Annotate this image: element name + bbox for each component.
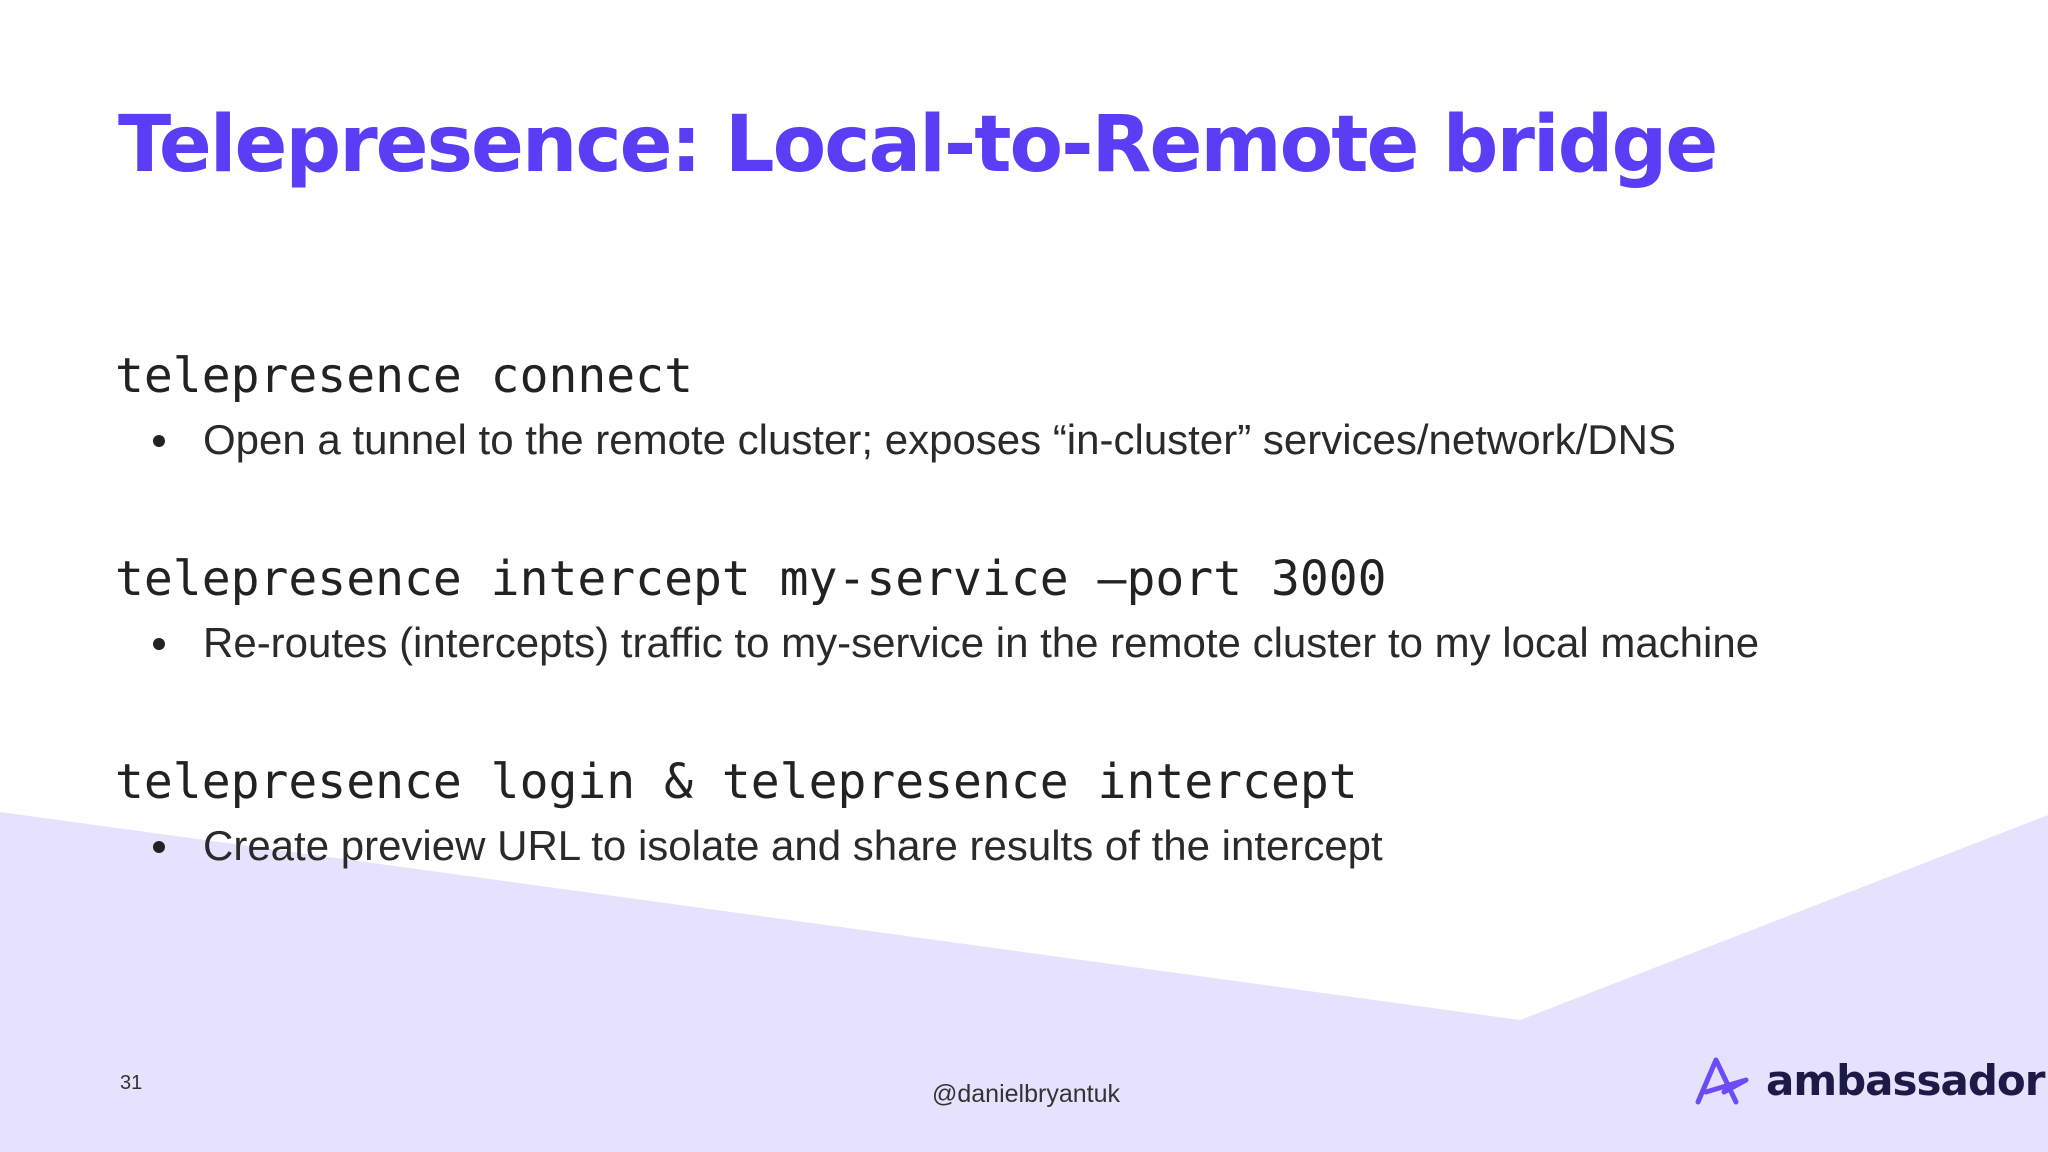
bullet-dot-icon: [153, 435, 165, 447]
command-text: telepresence login & telepresence interc…: [115, 754, 1358, 810]
twitter-handle: @danielbryantuk: [932, 1080, 1120, 1108]
bullet-item: Create preview URL to isolate and share …: [115, 820, 1383, 872]
bullet-text: Open a tunnel to the remote cluster; exp…: [203, 416, 1676, 463]
bullet-dot-icon: [153, 638, 165, 650]
bullet-item: Re-routes (intercepts) traffic to my-ser…: [115, 617, 1759, 669]
command-block-intercept: telepresence intercept my-service —port …: [115, 551, 1759, 669]
logo-text: ambassador: [1766, 1055, 2045, 1105]
slide-title: Telepresence: Local-to-Remote bridge: [118, 100, 1718, 190]
bullet-text: Re-routes (intercepts) traffic to my-ser…: [203, 619, 1760, 666]
ambassador-logo: ambassador: [1692, 1052, 2045, 1108]
page-number: 31: [120, 1072, 143, 1094]
command-text: telepresence intercept my-service —port …: [115, 551, 1387, 607]
command-text: telepresence connect: [115, 348, 693, 404]
bullet-dot-icon: [153, 841, 165, 853]
bullet-item: Open a tunnel to the remote cluster; exp…: [115, 414, 1676, 466]
command-block-connect: telepresence connect Open a tunnel to th…: [115, 348, 1676, 466]
ambassador-logo-icon: [1695, 1057, 1749, 1105]
bullet-text: Create preview URL to isolate and share …: [203, 822, 1383, 869]
command-block-login: telepresence login & telepresence interc…: [115, 754, 1383, 872]
